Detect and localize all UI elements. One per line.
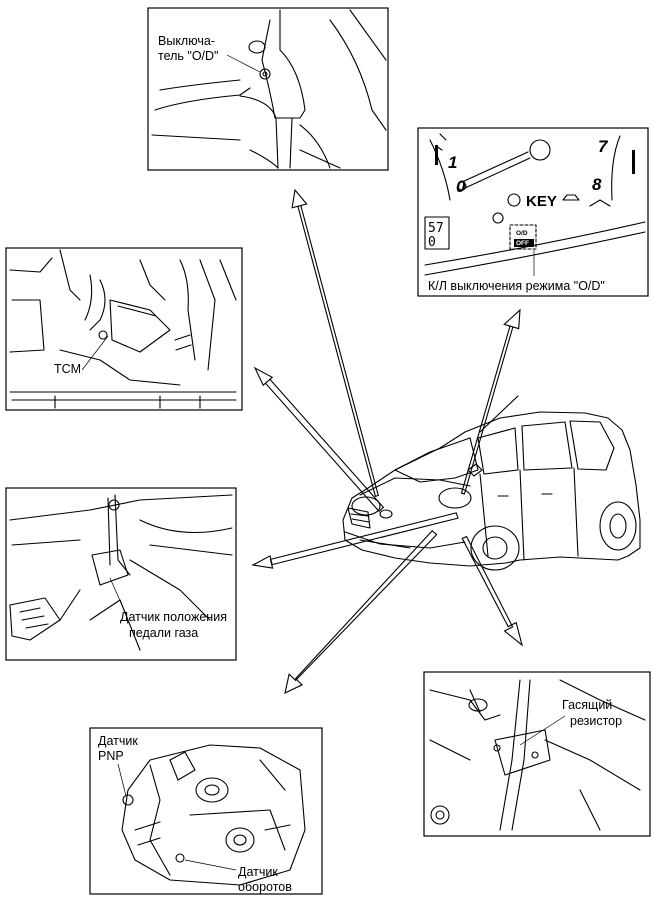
arrow-to-transmission <box>284 530 438 694</box>
od-switch-label-line2: тель "O/D" <box>158 49 219 63</box>
arrow-to-od-switch <box>291 188 379 497</box>
key-warning-text: KEY <box>526 193 557 210</box>
panel-accel-sensor: Датчик положения педали газа <box>5 487 237 661</box>
car-illustration <box>342 395 641 571</box>
resistor-label-line2: резистор <box>570 714 622 728</box>
pnp-sensor-label-line2: PNP <box>98 749 124 763</box>
gauge-left-bottom: 0 <box>456 177 466 196</box>
rev-sensor-label-line1: Датчик <box>238 865 278 879</box>
resistor-label-line1: Гасящий <box>562 698 612 712</box>
panel-resistor: Гасящий резистор <box>423 671 651 837</box>
od-lamp-line2: OFF <box>516 240 529 247</box>
accel-sensor-label-line2: педали газа <box>129 626 198 640</box>
od-switch-label-line1: Выключа- <box>158 34 215 48</box>
panel-transmission: Датчик PNP Датчик оборотов <box>89 727 323 895</box>
odometer-line1: 57 <box>428 221 444 236</box>
od-lamp-line1: O/D <box>516 230 528 237</box>
panel-tcm: TCM <box>5 247 243 411</box>
gauge-right-bottom: 8 <box>592 175 602 194</box>
od-indicator-caption: К/Л выключения режима "O/D" <box>428 279 605 293</box>
tcm-label: TCM <box>54 362 81 376</box>
gauge-left-top: 1 <box>448 153 457 172</box>
panel-od-switch: Выключа- тель "O/D" <box>147 7 389 171</box>
arrow-to-resistor <box>461 535 523 647</box>
accel-sensor-label-line1: Датчик положения <box>120 610 227 624</box>
pointer-arrows <box>251 188 523 694</box>
panel-od-indicator: 1 0 7 8 KEY 57 0 O/D OFF К/Л выключения … <box>417 127 649 297</box>
arrow-to-accel-sensor <box>251 512 459 569</box>
arrow-to-tcm <box>253 366 385 513</box>
odometer-line2: 0 <box>428 235 436 250</box>
pnp-sensor-label-line1: Датчик <box>98 734 138 748</box>
gauge-right-top: 7 <box>598 137 609 156</box>
rev-sensor-label-line2: оборотов <box>238 880 292 894</box>
